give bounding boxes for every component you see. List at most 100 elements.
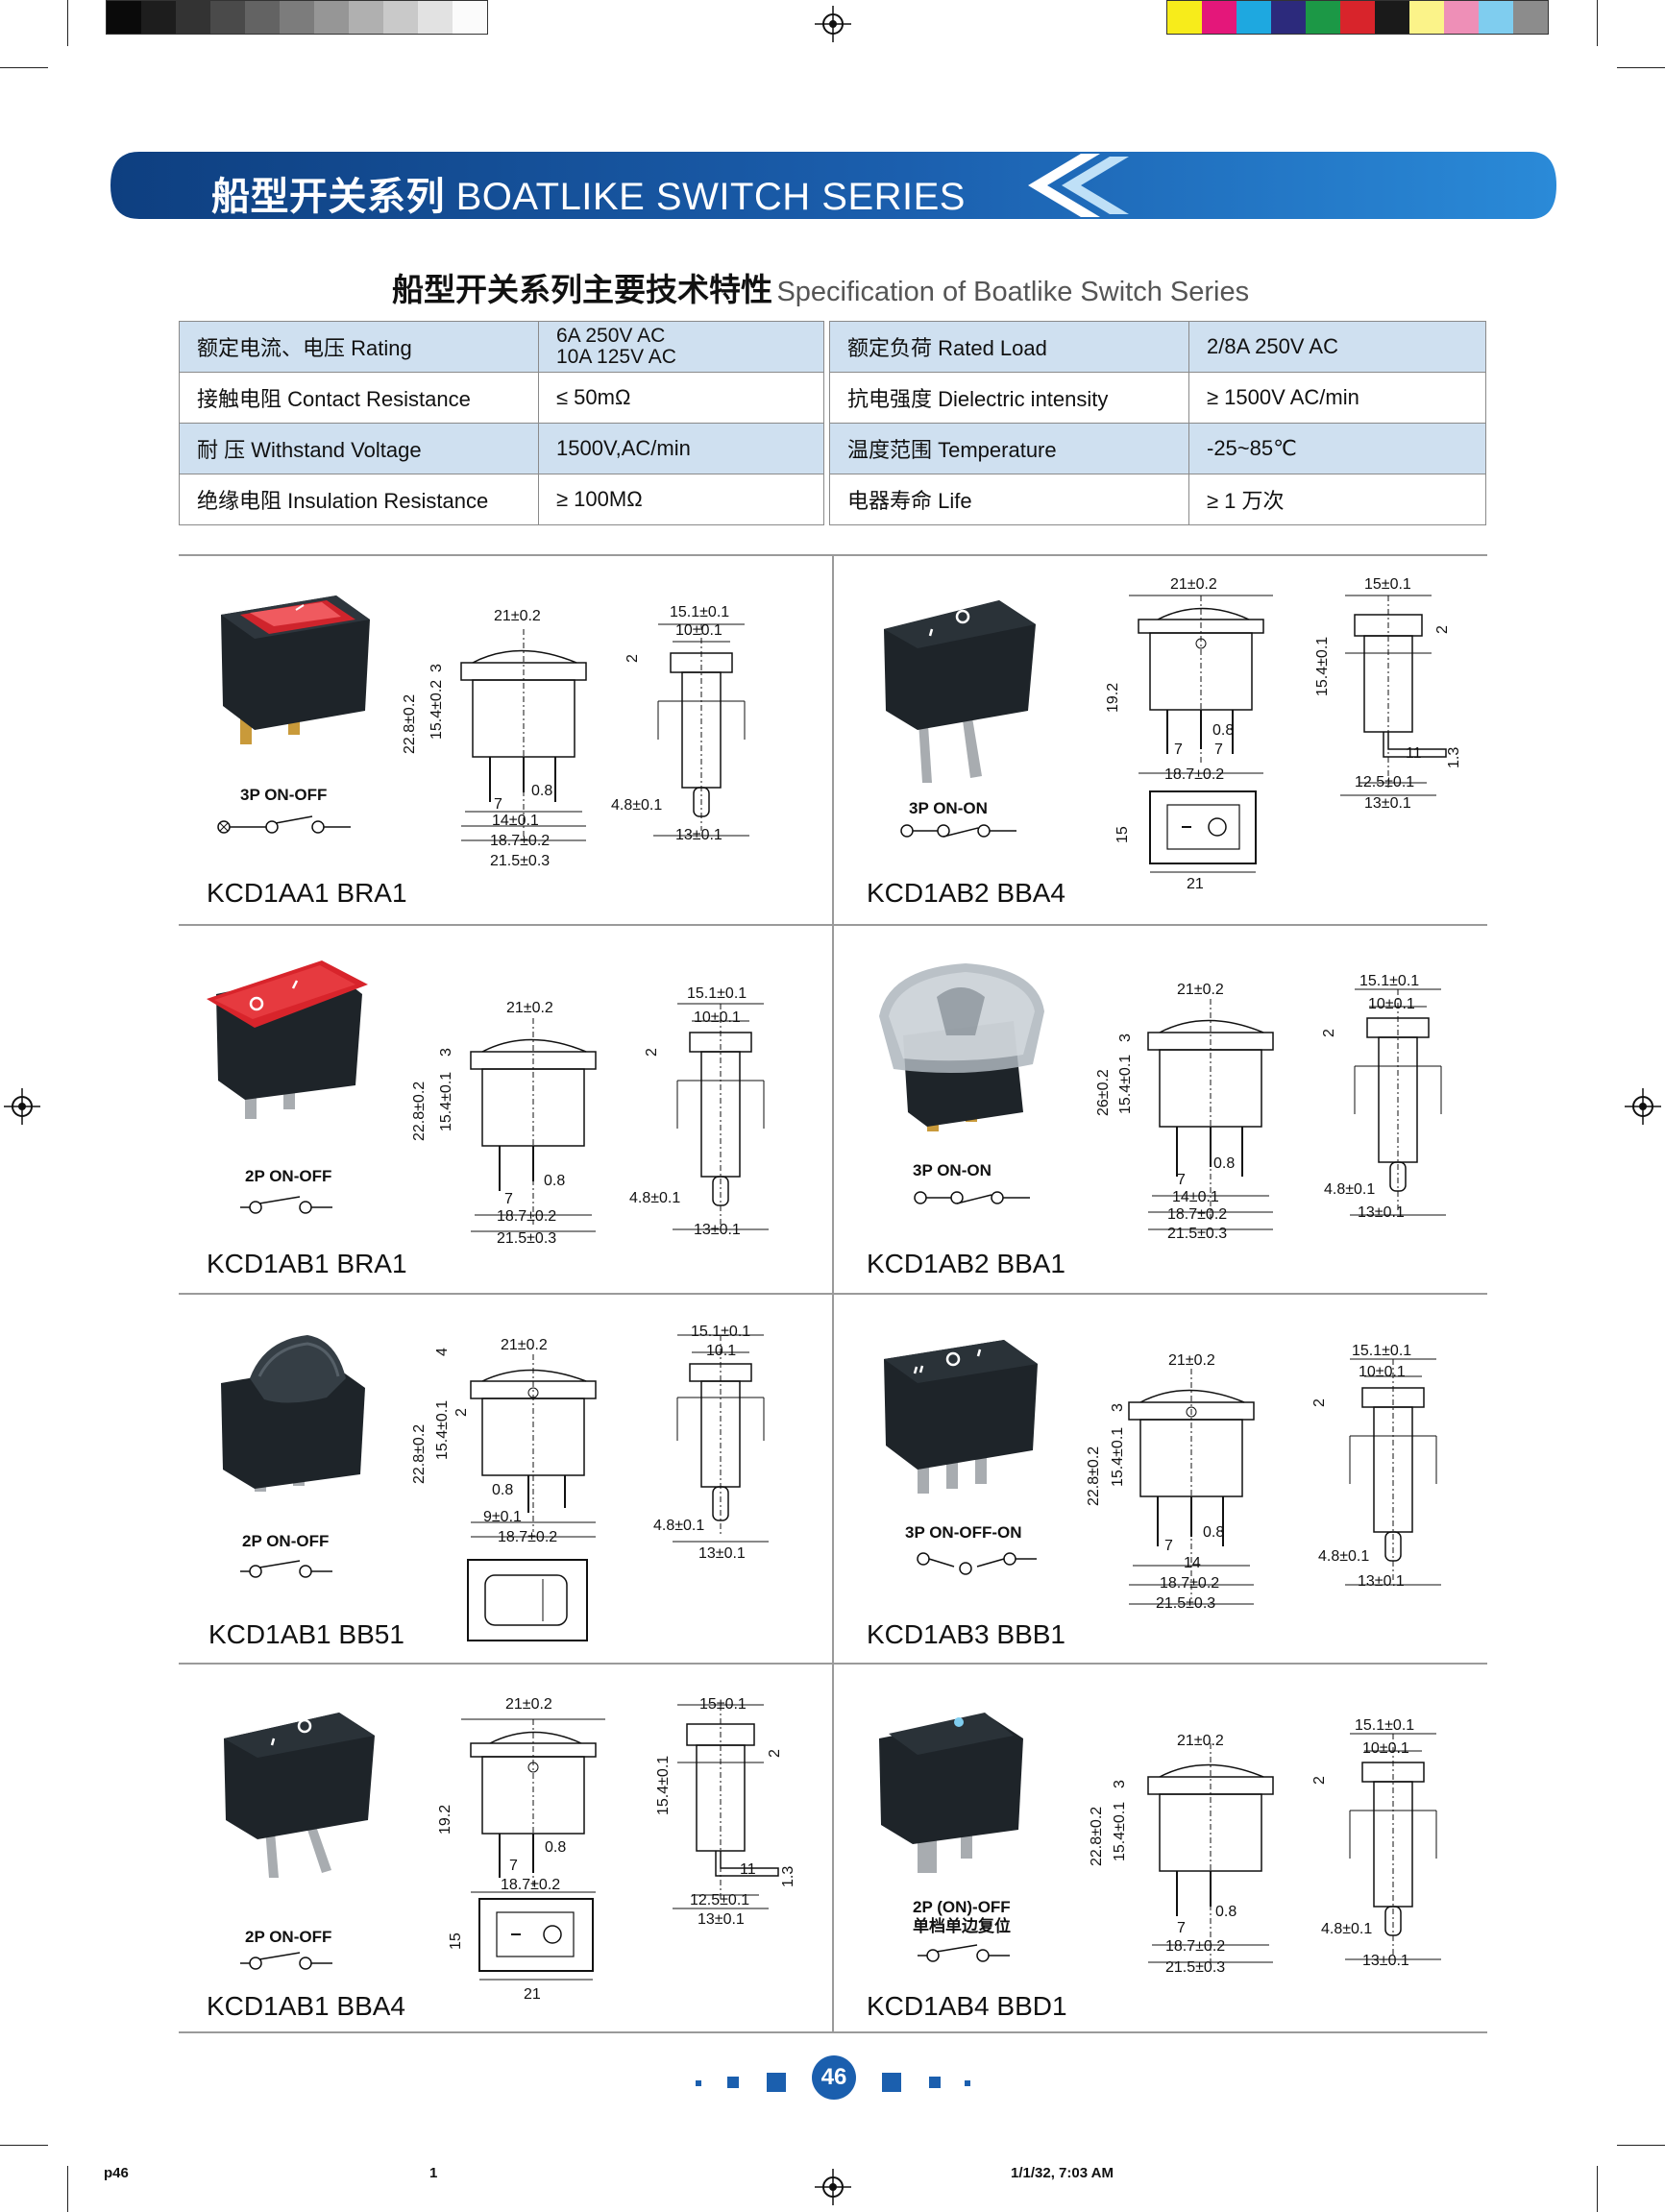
dim-label: 3 [438,1048,454,1057]
dim-label: 4.8±0.1 [1324,1181,1376,1198]
dim-label: 2 [1311,1776,1328,1785]
grayscale-bar [106,0,488,35]
dim-label: 15±0.1 [1364,576,1411,593]
front-view-drawing [1128,1369,1255,1605]
dim-label: 7 [1164,1538,1173,1554]
spec-value: ≥ 100MΩ [538,474,824,525]
spec-label: 抗电强度 Dielectric intensity [829,372,1189,424]
spec-label: 电器寿命 Life [829,474,1189,525]
switch-photo-black [884,600,1036,783]
side-view-drawing [1345,1733,1441,1960]
model-label: KCD1AA1 BRA1 [207,878,407,908]
dim-label: 21.5±0.3 [497,1230,557,1247]
dim-label: 21.5±0.3 [1156,1595,1216,1612]
dim-label: 15.4±0.1 [1117,1054,1134,1114]
dim-label: 18.7±0.2 [1160,1575,1220,1592]
front-view-drawing [461,1718,605,1893]
side-view-drawing [653,623,749,837]
dim-label: 22.8±0.2 [411,1081,428,1141]
dim-label: 15.1±0.1 [670,604,730,620]
dim-label: 3 [1117,1033,1134,1042]
dim-label: 15 [448,1932,464,1950]
front-view-drawing [470,1354,597,1538]
spec-value-line: 10A 125V AC [556,346,676,368]
switch-type-label: 2P (ON)-OFF 单档单边复位 [913,1898,1011,1936]
side-view-drawing [673,1334,769,1543]
dim-label: 18.7±0.2 [1167,1206,1228,1223]
dim-label: 19.2 [1105,682,1121,713]
dim-label: 7 [1174,741,1183,758]
dim-label: 0.8 [1203,1524,1225,1541]
grid-divider [832,554,834,2033]
dim-label: 18.7±0.2 [497,1208,557,1225]
spec-label: 额定负荷 Rated Load [829,321,1189,373]
dim-label: 15.1±0.1 [1352,1343,1412,1359]
dim-label: 4.8±0.1 [653,1518,705,1534]
dim-label: 21.5±0.3 [1167,1226,1228,1242]
model-label: KCD1AB2 BBA4 [867,878,1065,908]
crop-mark [0,67,48,68]
front-view-drawing [1147,1743,1274,1964]
panel-cutout-drawing [467,1559,588,1641]
dim-label: 4.8±0.1 [1321,1921,1373,1937]
spec-row: 接触电阻 Contact Resistance ≤ 50mΩ 抗电强度 Diel… [179,372,1486,424]
dim-label: 19.2 [437,1804,453,1835]
spec-value: ≤ 50mΩ [538,372,824,424]
dim-label: 4 [434,1348,451,1356]
dim-label: 10±0.1 [694,1009,741,1026]
registration-mark-icon [815,2169,851,2205]
slug-right: 1/1/32, 7:03 AM [1011,2165,1114,2181]
crop-mark [1597,2166,1598,2212]
side-view-drawing [673,1003,769,1230]
switch-type-label: 2P ON-OFF [245,1167,332,1185]
dim-label: 2 [644,1048,660,1057]
dim-label: 2 [453,1408,470,1417]
dim-label: 0.8 [545,1839,567,1856]
crop-mark [1597,0,1598,46]
color-bar [1166,0,1549,35]
dim-label: 21 [1187,876,1204,892]
dim-label: 15.4±0.1 [438,1071,454,1131]
pager-dot [929,2077,941,2088]
dim-label: 7 [509,1858,518,1874]
dim-label: 18.7±0.2 [1165,1938,1226,1955]
dim-label: 14±0.1 [1172,1189,1219,1205]
dim-label: 22.8±0.2 [411,1423,428,1484]
dim-label: 15.4±0.1 [1112,1801,1128,1861]
dim-label: 11 [740,1861,756,1878]
page-number: 46 [812,2055,856,2100]
switch-type-label: 3P ON-ON [909,799,988,817]
dim-label: 18.7±0.2 [501,1877,561,1893]
dim-label: 13±0.1 [698,1911,745,1928]
side-view-drawing [1345,1358,1441,1586]
crop-mark [67,2166,68,2212]
dim-label: 15.1±0.1 [687,985,747,1002]
crop-mark [0,2145,48,2146]
dim-label: 15.4±0.1 [1110,1426,1126,1487]
dim-label: 2 [624,654,641,663]
dim-label: 18.7±0.2 [490,833,551,849]
dim-label: 4.8±0.1 [1318,1548,1370,1565]
dim-label: 3 [1112,1780,1128,1788]
switch-symbol-icon [914,1191,1030,1204]
switch-photo-red [207,960,368,1119]
banner-title: 船型开关系列 BOATLIKE SWITCH SERIES [211,165,966,221]
dim-label: 15.4±0.1 [1314,636,1331,696]
panel-cutout-drawing [478,1898,594,1981]
model-label: KCD1AB4 BBD1 [867,1991,1067,2021]
spec-heading-en: Specification of Boatlike Switch Series [776,277,1250,307]
dim-label: 0.8 [1213,1155,1236,1172]
spec-label: 接触电阻 Contact Resistance [179,372,539,424]
dim-label: 0.8 [1212,722,1235,739]
dim-label: 21±0.2 [501,1337,548,1353]
dim-label: 21 [524,1986,541,2003]
spec-heading-zh: 船型开关系列主要技术特性 [392,272,772,307]
dim-label: 21±0.2 [494,608,541,624]
switch-photo-black [221,1335,365,1492]
dim-label: 10±0.1 [675,622,722,639]
side-view-drawing [1340,595,1447,796]
pager-dot [965,2080,970,2086]
registration-mark-icon [815,6,851,42]
model-label: KCD1AB1 BB51 [208,1619,404,1649]
